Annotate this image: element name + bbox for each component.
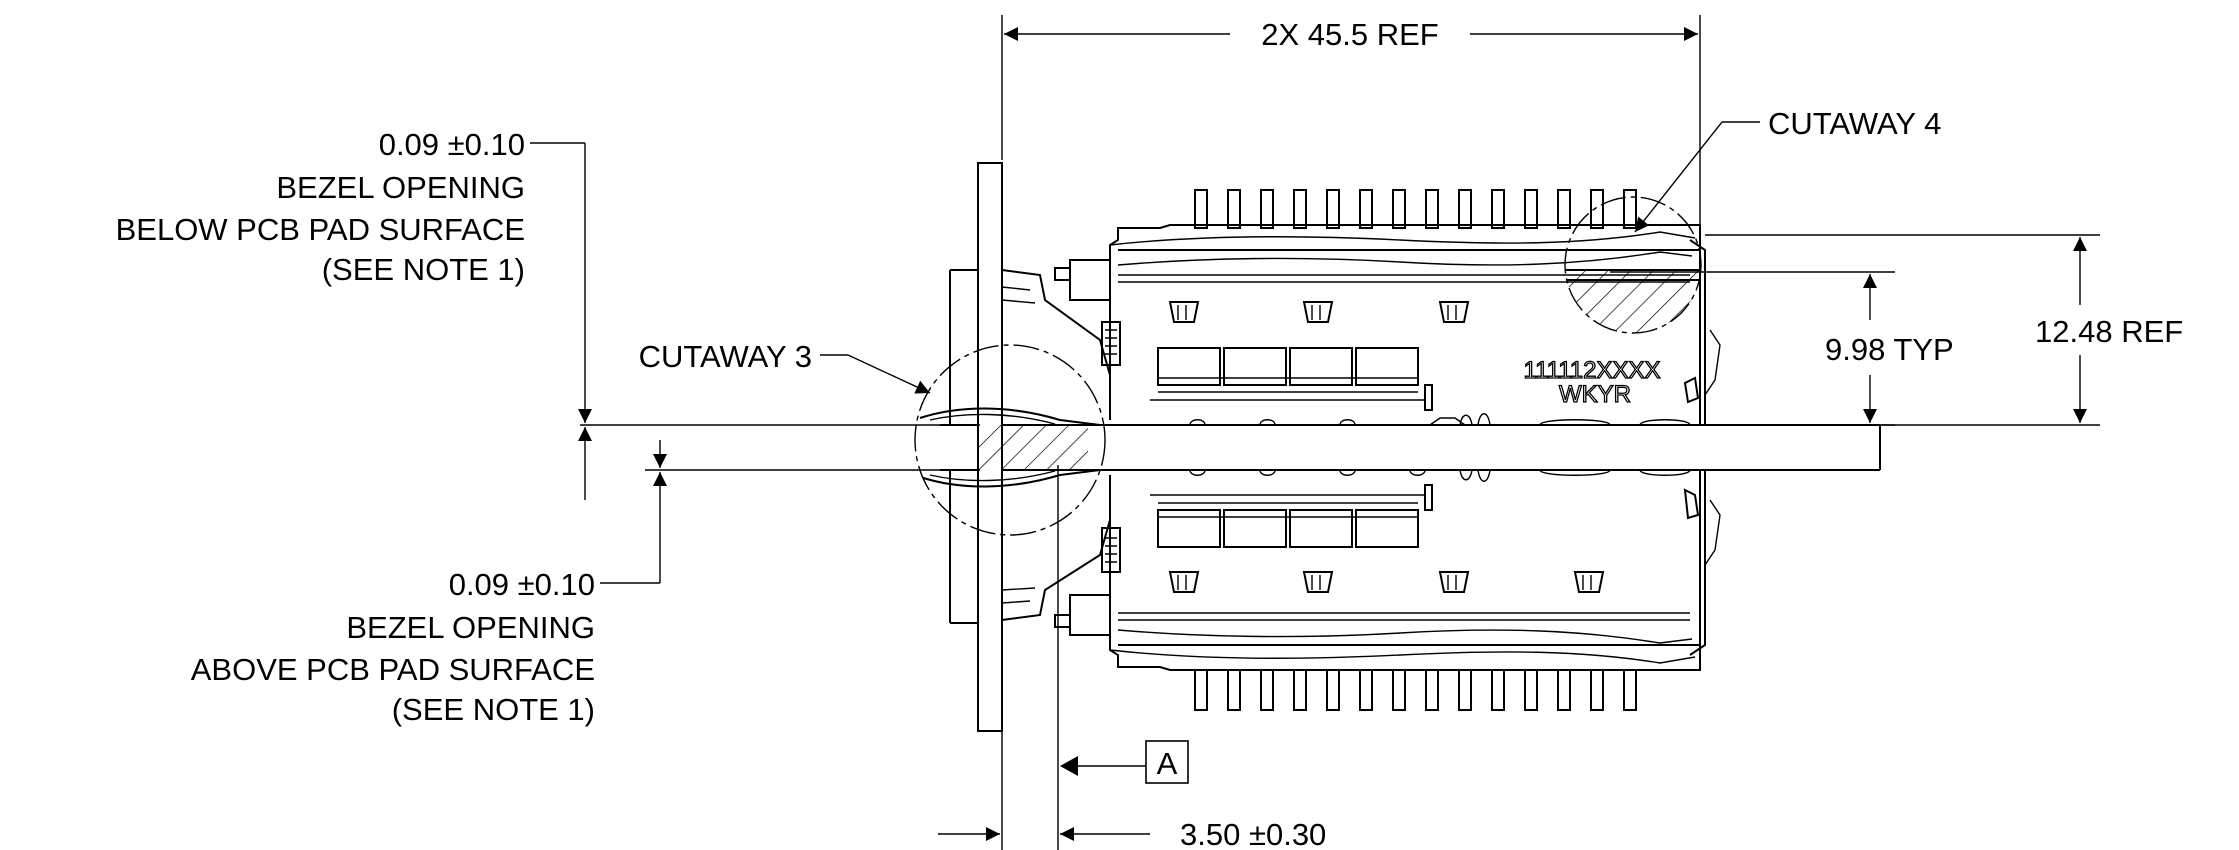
note-below-line-2: BEZEL OPENING (276, 170, 525, 205)
note-above-line-3: ABOVE PCB PAD SURFACE (191, 652, 595, 687)
pcb-solder-tails (1189, 413, 1691, 482)
dim-3-50-text: 3.50 ±0.30 (1180, 817, 1326, 850)
dim-2x-45-5-ref-text: 2X 45.5 REF (1261, 17, 1438, 52)
front-flange (949, 269, 1111, 624)
note-below-line-4: (SEE NOTE 1) (322, 252, 525, 287)
callout-cutaway-4-text: CUTAWAY 4 (1768, 106, 1941, 141)
callout-cutaway-4: CUTAWAY 4 (1634, 106, 1941, 233)
upper-latch-windows (1168, 301, 1470, 323)
part-number-marking: 111112XXXX (1524, 357, 1661, 384)
dimension-2x-45-5-ref: 2X 45.5 REF (1001, 15, 1701, 225)
lower-cage (1054, 470, 1721, 671)
callout-cutaway-3-text: CUTAWAY 3 (639, 339, 812, 374)
date-code-marking: WKYR (1559, 381, 1631, 408)
note-above-value: 0.09 ±0.10 (449, 567, 595, 602)
upper-contact-blocks (1101, 321, 1433, 411)
dim-9-98-typ-text: 9.98 TYP (1825, 332, 1954, 367)
note-bezel-opening-below: 0.09 ±0.10 BEZEL OPENING BELOW PCB PAD S… (116, 127, 980, 500)
datum-a: A (1057, 465, 1189, 850)
dimension-12-48-ref: 12.48 REF (1705, 234, 2183, 426)
dim-12-48-ref-text: 12.48 REF (2035, 314, 2183, 349)
upper-cage (1054, 224, 1721, 425)
lower-heatsink-fins (1194, 669, 1637, 711)
note-above-line-4: (SEE NOTE 1) (392, 692, 595, 727)
callout-cutaway-3: CUTAWAY 3 (639, 339, 931, 394)
note-bezel-opening-above: 0.09 ±0.10 BEZEL OPENING ABOVE PCB PAD S… (191, 440, 980, 727)
note-above-line-2: BEZEL OPENING (346, 610, 595, 645)
note-below-line-3: BELOW PCB PAD SURFACE (116, 212, 525, 247)
dimension-9-98-typ: 9.98 TYP (1610, 271, 1954, 426)
note-below-value: 0.09 ±0.10 (379, 127, 525, 162)
lower-contact-blocks (1101, 484, 1433, 573)
upper-heatsink-fins (1194, 189, 1637, 229)
dimension-3-50: 3.50 ±0.30 (938, 731, 1326, 850)
lower-latch-windows (1168, 571, 1605, 593)
cutaway-3-detail (914, 344, 1106, 536)
datum-a-label: A (1157, 746, 1178, 781)
